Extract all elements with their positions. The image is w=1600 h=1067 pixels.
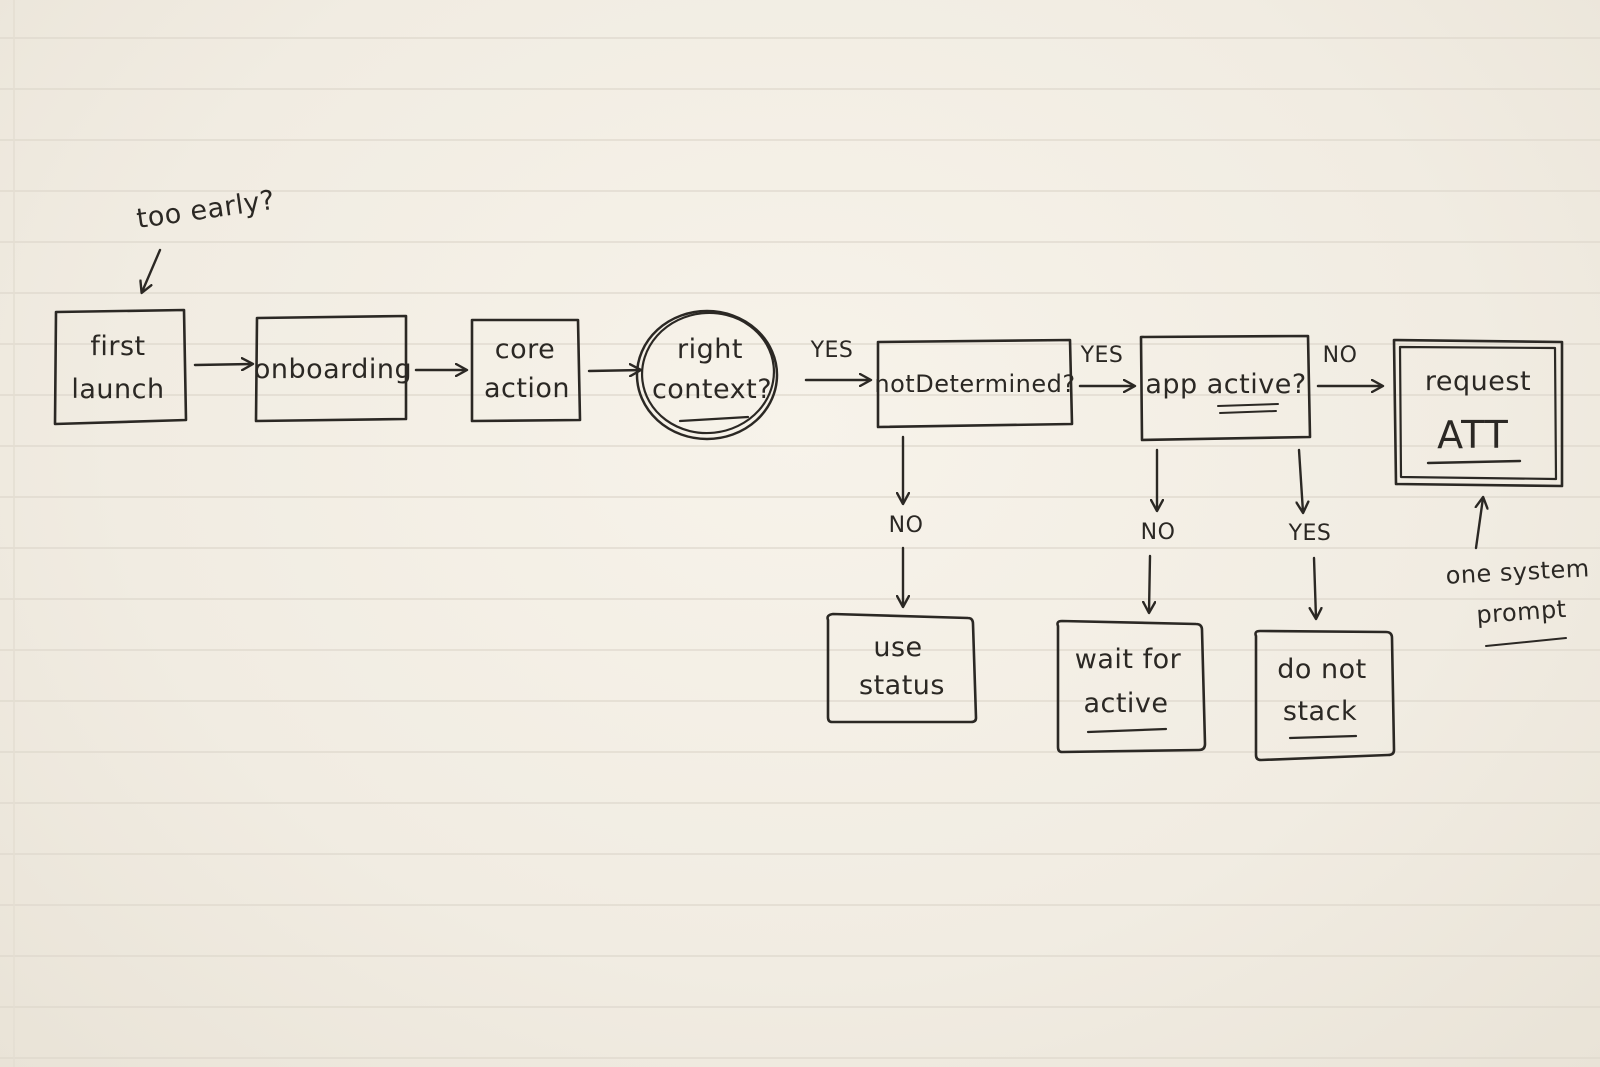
arrow-to-wait-for-active [1149,554,1150,612]
wait-for-active-line2: active [1083,688,1168,719]
use-status-box [826,612,978,724]
first-launch-line1: first [90,331,145,362]
node-first-launch[interactable]: first launch [53,308,188,426]
label-app-active-yes-down: YES [1288,521,1332,546]
label-app-active-no-down: NO [1141,520,1176,545]
core-action-line1: core [495,334,555,365]
too-early-arrow [142,248,162,292]
label-right-context-yes: YES [810,338,854,363]
app-active-underline-1 [1217,403,1279,407]
do-not-stack-line2: stack [1283,696,1357,727]
request-att-box-outer [1392,338,1564,488]
request-att-box-inner [1398,345,1558,481]
right-context-line2: context? [652,374,772,405]
use-status-line1: use [873,632,922,663]
first-launch-box [53,308,188,426]
right-context-circle-outer [635,309,779,441]
onboarding-box [254,314,408,423]
wait-for-active-box [1056,619,1207,754]
node-core-action[interactable]: core action [470,318,582,423]
prompt-text: prompt [1475,595,1567,629]
arrow-app-active-down-yes [1299,448,1303,512]
arrow-core-action-to-right-context [587,370,640,371]
prompt-underline [1485,637,1567,647]
request-att-underline [1426,459,1522,465]
node-do-not-stack[interactable]: do not stack [1254,629,1396,762]
arrow-first-launch-to-onboarding [193,364,252,365]
wait-for-active-line1: wait for [1075,644,1182,675]
app-active-box [1139,334,1312,442]
first-launch-line2: launch [71,374,164,405]
right-context-underline [678,415,750,423]
core-action-box [470,318,582,423]
onboarding-line1: onboarding [254,354,412,385]
right-context-line1: right [677,334,743,365]
use-status-line2: status [859,670,945,701]
node-use-status[interactable]: use status [826,612,978,724]
not-determined-box [876,338,1074,429]
one-system-text: one system [1445,554,1590,590]
do-not-stack-box [1254,629,1396,762]
annotation-one-system-prompt: one system prompt [1445,498,1590,647]
request-att-line1: request [1425,366,1531,397]
label-not-determined-no: NO [889,513,924,538]
do-not-stack-underline [1288,734,1358,740]
app-active-underline-2 [1219,410,1277,414]
node-request-att[interactable]: request ATT [1392,338,1564,488]
annotation-too-early: too early? [135,185,277,292]
not-determined-line1: notDetermined? [874,370,1075,398]
node-app-active[interactable]: app active? [1139,334,1312,442]
node-onboarding[interactable]: onboarding [254,314,412,423]
right-context-circle-inner [640,311,776,435]
one-system-prompt-arrow [1476,498,1483,550]
too-early-text: too early? [135,185,277,235]
node-right-context[interactable]: right context? [635,306,780,441]
node-wait-for-active[interactable]: wait for active [1056,619,1207,754]
label-app-active-no: NO [1323,343,1358,368]
request-att-line2: ATT [1437,413,1509,457]
label-not-determined-yes: YES [1080,343,1124,368]
app-active-line1: app active? [1145,369,1306,400]
wait-for-active-underline [1086,727,1168,734]
node-not-determined[interactable]: notDetermined? [874,338,1075,429]
arrow-to-do-not-stack [1314,556,1316,618]
do-not-stack-line1: do not [1277,654,1366,685]
core-action-line2: action [484,373,570,404]
